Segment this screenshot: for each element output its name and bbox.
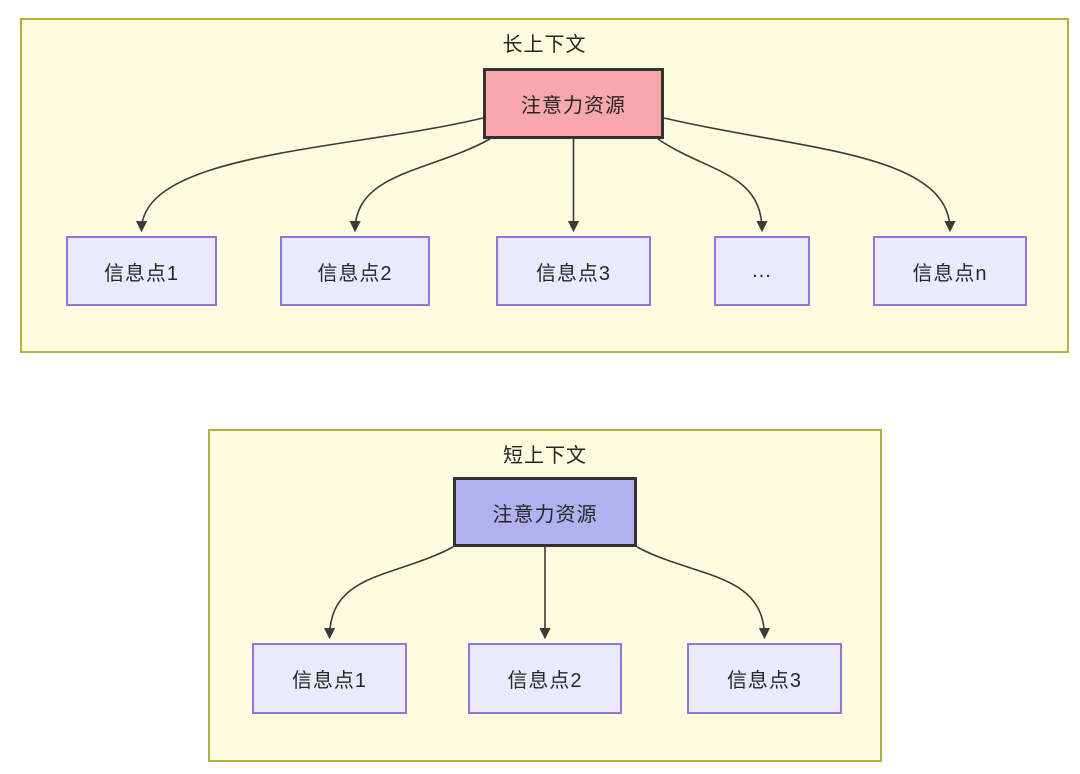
long-node-3: 信息点3 bbox=[496, 236, 651, 306]
long-node-n: 信息点n bbox=[873, 236, 1027, 306]
long-node-1: 信息点1 bbox=[66, 236, 217, 306]
attention-box-long: 注意力资源 bbox=[483, 68, 664, 139]
attention-box-short: 注意力资源 bbox=[453, 477, 637, 547]
long-node-ellipsis: ... bbox=[714, 236, 810, 306]
short-node-1: 信息点1 bbox=[252, 643, 407, 714]
long-context-title: 长上下文 bbox=[502, 34, 587, 56]
short-node-2: 信息点2 bbox=[468, 643, 622, 714]
long-node-2: 信息点2 bbox=[280, 236, 430, 306]
short-node-3: 信息点3 bbox=[687, 643, 842, 714]
short-context-title: 短上下文 bbox=[503, 445, 587, 467]
